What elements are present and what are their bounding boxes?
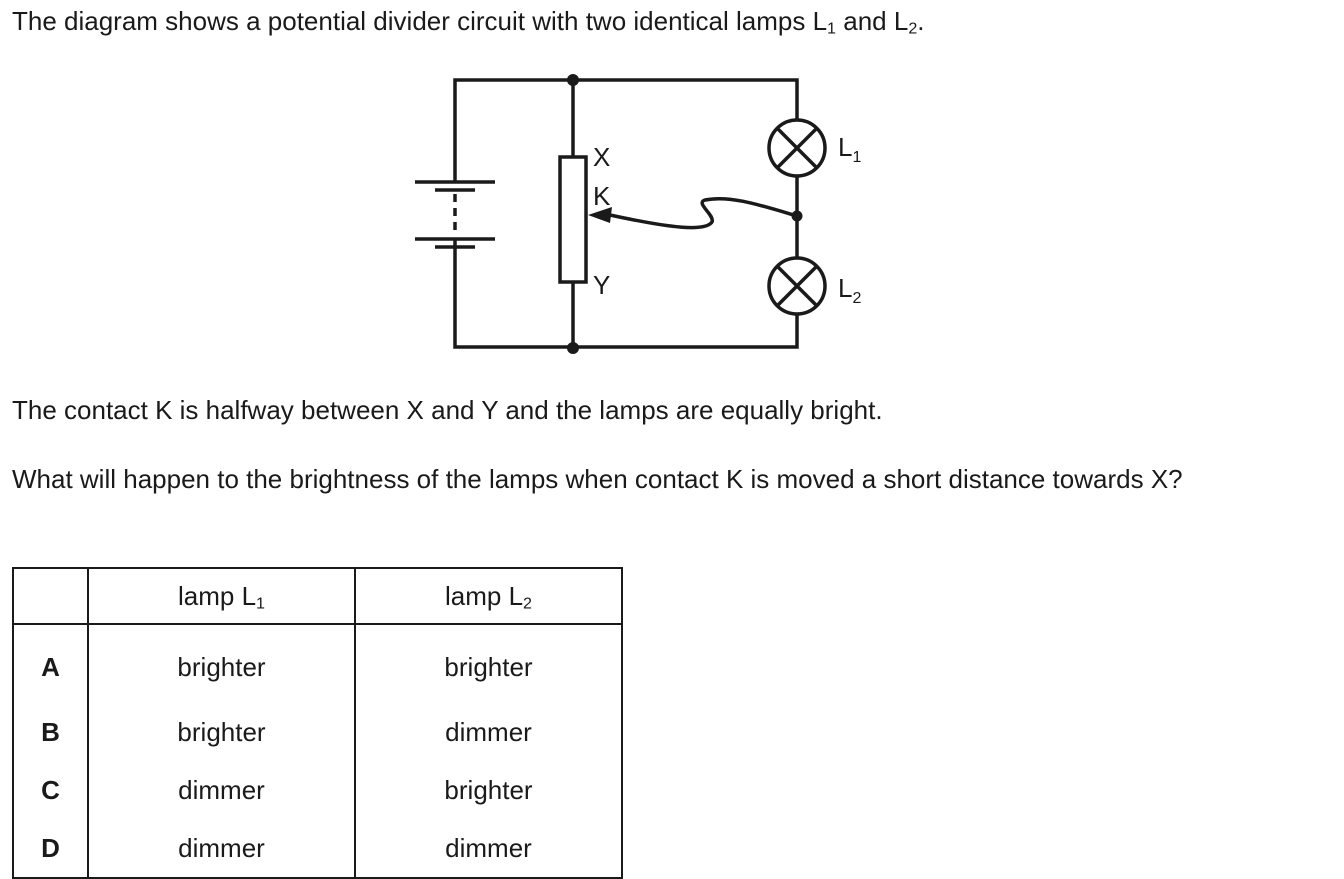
label-y: Y: [593, 270, 610, 300]
option-letter: C: [12, 761, 89, 819]
intro-part: .: [917, 6, 925, 36]
table-row[interactable]: A brighter brighter: [12, 624, 623, 703]
question-text: What will happen to the brightness of th…: [12, 464, 1183, 494]
label-letter: L: [838, 273, 852, 303]
subscript: 2: [523, 594, 532, 613]
subscript: 1: [827, 19, 837, 38]
label-letter: L: [838, 132, 852, 162]
lamp-icon: [767, 118, 827, 178]
subscript: 2: [908, 19, 918, 38]
lamp-l2-result: brighter: [354, 624, 623, 703]
lamp-l1-result: dimmer: [87, 819, 356, 879]
label-x: X: [593, 142, 610, 172]
option-letter: B: [12, 703, 89, 761]
lamp-l2-result: brighter: [354, 761, 623, 819]
answer-table: lamp L1 lamp L2 A brighter brighter B br…: [12, 567, 623, 879]
header-lamp-l1: lamp L1: [87, 567, 356, 625]
intro-part: and L: [836, 6, 909, 36]
wires: [453, 78, 799, 349]
table-row[interactable]: B brighter dimmer: [12, 703, 623, 761]
label-subscript: 1: [852, 149, 861, 166]
label-l2: L2: [838, 273, 861, 307]
label-subscript: 2: [852, 290, 861, 307]
table-row[interactable]: C dimmer brighter: [12, 761, 623, 819]
junction-dot: [567, 74, 579, 86]
lamp-l2-result: dimmer: [354, 819, 623, 879]
lamp-l1-result: brighter: [87, 624, 356, 703]
lamp-l1-result: dimmer: [87, 761, 356, 819]
header-text: lamp L: [177, 580, 257, 611]
option-letter: A: [12, 624, 89, 703]
sliding-contact-wire: [609, 196, 798, 230]
subscript: 1: [256, 594, 265, 613]
battery-icon: [415, 180, 495, 249]
statement-text: The contact K is halfway between X and Y…: [12, 395, 883, 425]
intro-part: The diagram shows a potential divider ci…: [12, 6, 828, 36]
intro-text: The diagram shows a potential divider ci…: [12, 4, 925, 38]
option-letter: D: [12, 819, 89, 879]
junction-dot: [567, 342, 579, 354]
label-l1: L1: [838, 132, 861, 166]
label-k: K: [593, 181, 611, 211]
table-row[interactable]: D dimmer dimmer: [12, 819, 623, 879]
circuit-diagram: X K Y L1 L2: [415, 74, 861, 354]
contact-arrowhead: [588, 207, 612, 223]
potentiometer-resistor: [558, 155, 588, 284]
lamp-icon: [767, 256, 827, 316]
lamp-l2-result: dimmer: [354, 703, 623, 761]
header-lamp-l2: lamp L2: [354, 567, 623, 625]
header-cell: [12, 567, 89, 625]
header-text: lamp L: [444, 580, 524, 611]
lamp-l1-result: brighter: [87, 703, 356, 761]
table-header-row: lamp L1 lamp L2: [12, 567, 623, 625]
